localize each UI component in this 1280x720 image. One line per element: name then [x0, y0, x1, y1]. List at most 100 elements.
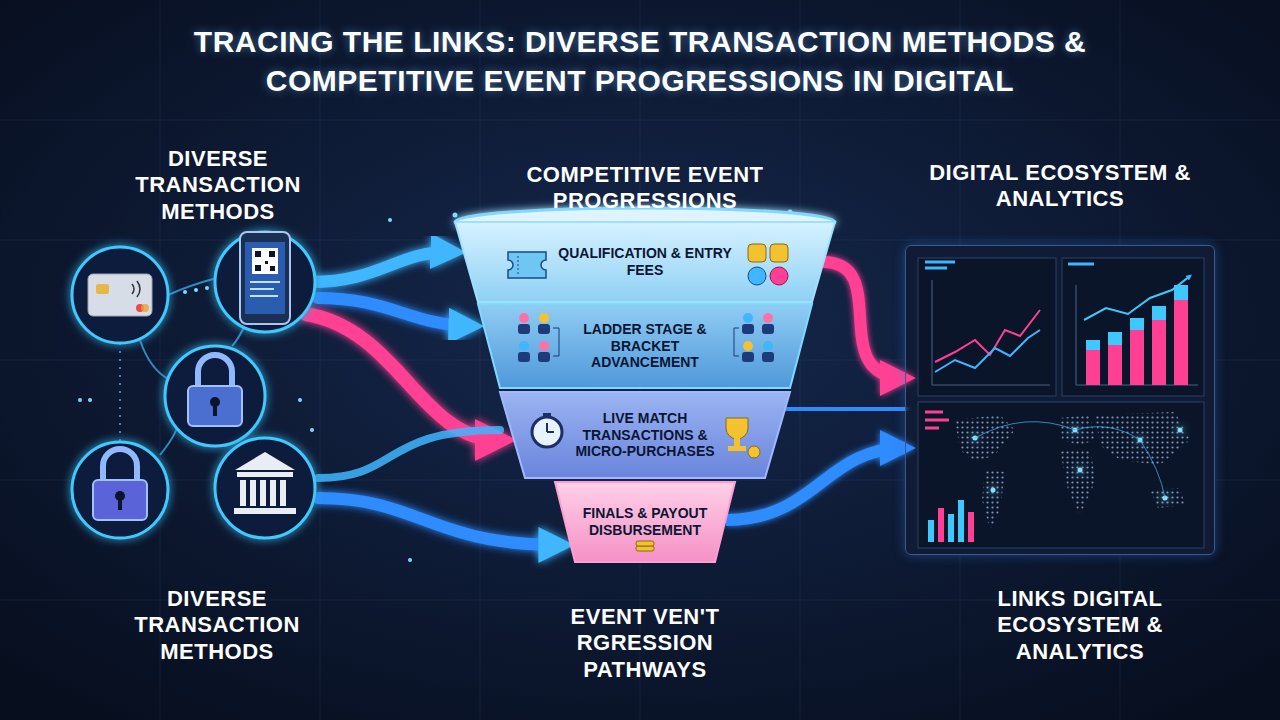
clock-icon [543, 413, 551, 417]
bank-icon [215, 438, 315, 538]
world-map [955, 415, 1015, 462]
stage-text-area: QUALIFICATION & ENTRY FEES [455, 222, 835, 302]
people-icons [519, 313, 529, 323]
coin-icons [770, 267, 788, 285]
phone-qr-icon [250, 282, 280, 296]
world-map [955, 412, 1190, 530]
stage-label: LADDER STAGE & BRACKET ADVANCEMENT [559, 321, 731, 371]
trophy-icon [748, 446, 760, 458]
coin-icons [748, 244, 766, 262]
dashboard-screen [925, 262, 1094, 268]
trophy-icon [726, 418, 748, 439]
stage-label: FINALS & PAYOUT DISBURSEMENT [575, 505, 715, 539]
bank-icon [237, 472, 293, 477]
bank-icon [243, 480, 283, 506]
bar-chart [1108, 332, 1122, 345]
transaction-flow-arrows [318, 498, 560, 545]
sparkle-dots [453, 213, 458, 218]
coin-icons [748, 267, 766, 285]
funnel-stage-outline [455, 222, 835, 302]
coin-icons [770, 244, 788, 262]
transaction-flow-arrows [268, 389, 488, 403]
people-icons [743, 341, 753, 351]
world-map [1150, 488, 1185, 508]
map-bars [938, 508, 944, 542]
bar-chart [1152, 306, 1166, 320]
trophy-icon [726, 418, 760, 458]
panel-border [905, 245, 1215, 555]
dashboard-panel: DIGITAL ECOSYSTEM & ANALYTICS [905, 160, 1215, 555]
sparkle-dots [183, 290, 187, 294]
sparkle-dots [205, 286, 209, 290]
coin-stack-icon [636, 541, 654, 546]
panel-heading-area: DIGITAL ECOSYSTEM & ANALYTICS [905, 160, 1215, 245]
people-icons [763, 341, 773, 351]
world-map [1060, 415, 1095, 445]
people-icons [734, 328, 739, 356]
trophy-icon [728, 446, 746, 451]
stage-text-area: LADDER STAGE & BRACKET ADVANCEMENT [478, 304, 812, 388]
lock-icon [93, 480, 147, 520]
coin-icons [748, 244, 788, 285]
bank-icon [235, 452, 295, 470]
people-icons [763, 313, 773, 323]
card-icon [132, 281, 140, 297]
map-bars [925, 412, 974, 542]
people-icons [518, 313, 774, 362]
phone-qr-icon [215, 232, 315, 332]
clock-icon [532, 413, 562, 447]
people-icons [553, 328, 559, 356]
people-icons [518, 352, 530, 362]
people-icons [519, 341, 529, 351]
funnel-stage-outline [478, 304, 812, 388]
section-heading: DIVERSE TRANSACTION METHODS [118, 146, 318, 225]
map-hotspots [1178, 428, 1183, 433]
map-bars [948, 514, 954, 542]
funnel-stage: LIVE MATCH TRANSACTIONS & MICRO-PURCHASE… [500, 392, 790, 478]
sparkle-dots [194, 288, 198, 292]
phone-qr-icon [252, 248, 278, 274]
sparkle-dots [78, 398, 82, 402]
dashboard-screen [918, 258, 1056, 396]
map-bars [928, 520, 934, 542]
people-icons [742, 352, 754, 362]
stage-text-area: LIVE MATCH TRANSACTIONS & MICRO-PURCHASE… [500, 392, 790, 478]
transaction-flow-arrows [318, 430, 500, 478]
flow-connector [785, 408, 905, 410]
dashboard-screen [1084, 276, 1190, 320]
transaction-flow-arrows [312, 252, 452, 282]
sparkle-dots [388, 218, 392, 222]
panel-heading: DIGITAL ECOSYSTEM & ANALYTICS [915, 160, 1205, 213]
card-icon [141, 304, 149, 312]
coin-stack-icon [636, 546, 654, 551]
stage-label: QUALIFICATION & ENTRY FEES [555, 245, 735, 279]
stage-label: LIVE MATCH TRANSACTIONS & MICRO-PURCHASE… [567, 410, 723, 460]
bar-chart [1130, 330, 1144, 385]
sparkle-dots [88, 398, 92, 402]
dashboard-screen [932, 280, 1050, 385]
lock-icon [188, 386, 242, 426]
bar-chart [1152, 320, 1166, 385]
card-icon [72, 247, 168, 343]
bar-chart [1174, 300, 1188, 385]
lock-icon [72, 442, 168, 538]
bar-chart [1086, 340, 1100, 350]
funnel-stage: FINALS & PAYOUT DISBURSEMENT [555, 482, 735, 562]
bar-chart [1086, 285, 1188, 385]
phone-qr-icon [215, 232, 315, 332]
map-bars [958, 500, 964, 542]
sparkle-dots [408, 558, 412, 562]
icon-links [140, 340, 170, 380]
bank-icon [215, 438, 315, 538]
people-icons [538, 352, 550, 362]
section-heading: DIVERSE TRANSACTION METHODS [112, 586, 322, 665]
stage-text-area: FINALS & PAYOUT DISBURSEMENT [555, 482, 735, 562]
bank-icon [234, 508, 296, 514]
funnel-stage-outline [555, 482, 735, 562]
people-icons [518, 324, 530, 334]
ticket-icon [508, 252, 546, 278]
bar-chart [1130, 318, 1144, 330]
dashboard-screen [905, 245, 1215, 555]
